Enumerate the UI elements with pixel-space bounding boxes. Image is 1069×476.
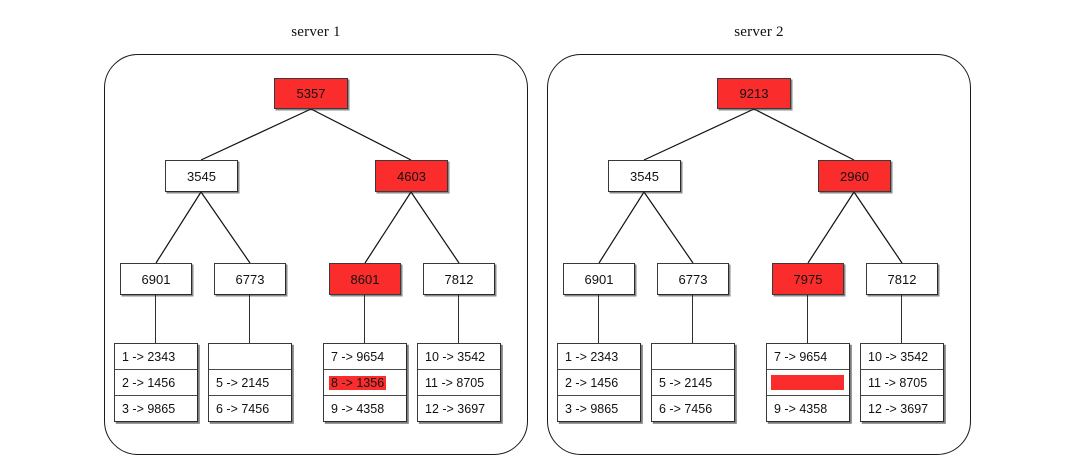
leaf-cell-label: 11 -> 8705 <box>868 375 928 390</box>
tree-node-level3-2[interactable]: 6773 <box>214 263 286 295</box>
leaf-group-1: 1 -> 2343 2 -> 1456 3 -> 9865 <box>557 343 641 422</box>
leaf-cell-label: 6 -> 7456 <box>659 401 713 416</box>
leaf-cell-redacted[interactable] <box>767 370 849 396</box>
leaf-group-3: 7 -> 9654 8 -> 1356 9 -> 4358 <box>323 343 407 422</box>
leaf-cell-label: 3 -> 9865 <box>565 401 619 416</box>
leaf-connector-4 <box>901 295 903 343</box>
tree-node-label: 9213 <box>739 86 769 101</box>
leaf-group-2: 5 -> 2145 6 -> 7456 <box>208 343 292 422</box>
tree-node-label: 5357 <box>296 86 326 101</box>
tree-node-label: 7975 <box>793 271 823 287</box>
tree-node-level3-4[interactable]: 7812 <box>423 263 495 295</box>
leaf-cell[interactable]: 7 -> 9654 <box>324 344 406 370</box>
server-panel-2-title: server 2 <box>734 24 784 40</box>
leaf-cell[interactable]: 7 -> 9654 <box>767 344 849 370</box>
tree-node-label: 6901 <box>141 271 171 287</box>
leaf-cell-label: 9 -> 4358 <box>774 401 828 416</box>
leaf-connector-2 <box>692 295 694 343</box>
leaf-cell-label: 2 -> 1456 <box>565 375 619 390</box>
leaf-cell-label: 12 -> 3697 <box>868 401 929 416</box>
leaf-cell[interactable]: 5 -> 2145 <box>652 370 734 396</box>
leaf-cell-label: 8 -> 1356 <box>329 375 387 390</box>
tree-node-label: 6773 <box>678 271 708 287</box>
tree-node-level3-3[interactable]: 8601 <box>329 263 401 295</box>
leaf-connector-1 <box>155 295 157 343</box>
tree-node-level3-2[interactable]: 6773 <box>657 263 729 295</box>
tree-node-level3-3[interactable]: 7975 <box>772 263 844 295</box>
leaf-cell[interactable]: 10 -> 3542 <box>861 344 943 370</box>
tree-node-label: 6773 <box>235 271 265 287</box>
leaf-group-1: 1 -> 2343 2 -> 1456 3 -> 9865 <box>114 343 198 422</box>
server-panel-1-frame <box>104 54 528 455</box>
leaf-cell[interactable]: 3 -> 9865 <box>558 396 640 421</box>
server-2-edges <box>598 108 903 264</box>
leaf-cell[interactable]: 6 -> 7456 <box>209 396 291 421</box>
tree-node-level2-right[interactable]: 4603 <box>375 160 448 192</box>
leaf-cell-label: 10 -> 3542 <box>425 349 486 364</box>
server-1-edges <box>155 108 460 264</box>
leaf-cell[interactable]: 5 -> 2145 <box>209 370 291 396</box>
tree-node-label: 7812 <box>887 271 917 287</box>
leaf-connector-3 <box>364 295 366 343</box>
tree-node-root[interactable]: 5357 <box>274 78 348 109</box>
leaf-cell-label: 7 -> 9654 <box>331 349 385 364</box>
tree-node-label: 3545 <box>187 168 216 184</box>
leaf-cell[interactable]: 9 -> 4358 <box>324 396 406 421</box>
leaf-cell-label: 5 -> 2145 <box>216 375 270 390</box>
leaf-cell[interactable]: 1 -> 2343 <box>115 344 197 370</box>
leaf-cell-label: 10 -> 3542 <box>868 349 929 364</box>
leaf-connector-2 <box>249 295 251 343</box>
leaf-connector-3 <box>807 295 809 343</box>
tree-node-level3-1[interactable]: 6901 <box>120 263 192 295</box>
tree-node-label: 6901 <box>584 271 614 287</box>
leaf-cell-label: 11 -> 8705 <box>425 375 485 390</box>
server-panel-2-frame <box>547 54 971 455</box>
server-panel-2: server 2 9213 3545 2960 6901 6773 <box>547 24 971 455</box>
leaf-cell-label: 7 -> 9654 <box>774 349 828 364</box>
tree-node-level3-1[interactable]: 6901 <box>563 263 635 295</box>
leaf-cell-label: 2 -> 1456 <box>122 375 176 390</box>
leaf-cell-empty[interactable] <box>652 344 734 370</box>
leaf-cell-empty[interactable] <box>209 344 291 370</box>
leaf-cell[interactable]: 6 -> 7456 <box>652 396 734 421</box>
tree-node-label: 8601 <box>350 271 380 287</box>
tree-node-level2-left[interactable]: 3545 <box>165 160 238 192</box>
tree-node-label: 4603 <box>397 168 426 184</box>
leaf-connector-1 <box>598 295 600 343</box>
leaf-group-2: 5 -> 2145 6 -> 7456 <box>651 343 735 422</box>
leaf-cell[interactable]: 11 -> 8705 <box>418 370 500 396</box>
leaf-cell-label: 6 -> 7456 <box>216 401 270 416</box>
leaf-cell-label: 5 -> 2145 <box>659 375 713 390</box>
leaf-cell[interactable]: 9 -> 4358 <box>767 396 849 421</box>
tree-node-level2-left[interactable]: 3545 <box>608 160 681 192</box>
server-panel-1-title: server 1 <box>291 24 341 40</box>
leaf-cell[interactable]: 3 -> 9865 <box>115 396 197 421</box>
leaf-cell[interactable]: 12 -> 3697 <box>418 396 500 421</box>
leaf-group-4: 10 -> 3542 11 -> 8705 12 -> 3697 <box>860 343 944 422</box>
leaf-cell[interactable]: 2 -> 1456 <box>115 370 197 396</box>
leaf-cell-label: 12 -> 3697 <box>425 401 486 416</box>
leaf-cell[interactable]: 12 -> 3697 <box>861 396 943 421</box>
leaf-cell[interactable]: 2 -> 1456 <box>558 370 640 396</box>
leaf-connector-4 <box>458 295 460 343</box>
leaf-cell-highlighted[interactable]: 8 -> 1356 <box>324 370 406 396</box>
leaf-cell[interactable]: 11 -> 8705 <box>861 370 943 396</box>
leaf-group-4: 10 -> 3542 11 -> 8705 12 -> 3697 <box>417 343 501 422</box>
server-panel-1: server 1 5357 3545 4603 6901 6773 <box>104 24 528 455</box>
leaf-cell-label: 1 -> 2343 <box>122 349 176 364</box>
tree-node-root[interactable]: 9213 <box>717 78 791 109</box>
leaf-cell[interactable]: 10 -> 3542 <box>418 344 500 370</box>
tree-node-level3-4[interactable]: 7812 <box>866 263 938 295</box>
tree-node-label: 3545 <box>630 168 659 184</box>
leaf-cell-label: 9 -> 4358 <box>331 401 385 416</box>
tree-node-label: 7812 <box>444 271 474 287</box>
tree-node-level2-right[interactable]: 2960 <box>818 160 891 192</box>
tree-node-label: 2960 <box>840 168 869 184</box>
leaf-group-3: 7 -> 9654 9 -> 4358 <box>766 343 850 422</box>
leaf-cell[interactable]: 1 -> 2343 <box>558 344 640 370</box>
leaf-cell-label: 1 -> 2343 <box>565 349 619 364</box>
leaf-cell-label: 3 -> 9865 <box>122 401 176 416</box>
